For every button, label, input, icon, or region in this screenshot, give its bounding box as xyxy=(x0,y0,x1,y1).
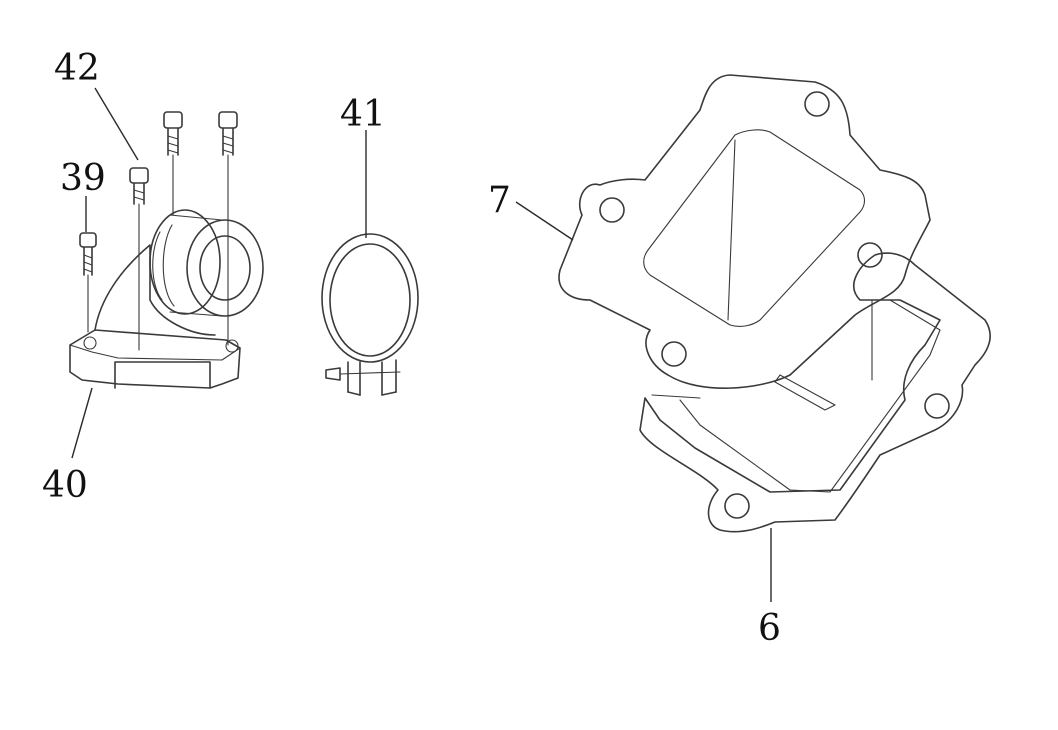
bolt-upper-left xyxy=(163,111,183,156)
intake-manifold-part-40 xyxy=(69,209,264,389)
leader-42 xyxy=(94,87,139,161)
leader-40 xyxy=(71,387,93,459)
callout-39: 39 xyxy=(60,158,106,199)
leader-lines xyxy=(71,87,772,602)
callout-40: 40 xyxy=(42,465,88,506)
gasket-part-6 xyxy=(639,252,991,533)
callout-6: 6 xyxy=(758,608,781,649)
callout-41: 41 xyxy=(340,94,386,135)
hose-clamp-part-41 xyxy=(321,233,419,396)
leader-7 xyxy=(515,201,574,241)
bolt-part-42 xyxy=(129,167,149,205)
callout-42: 42 xyxy=(54,48,100,89)
callout-7: 7 xyxy=(488,180,511,221)
reed-gasket-part-7 xyxy=(558,74,931,411)
bolt-upper-right xyxy=(218,111,238,156)
bolt-part-39 xyxy=(79,232,97,276)
